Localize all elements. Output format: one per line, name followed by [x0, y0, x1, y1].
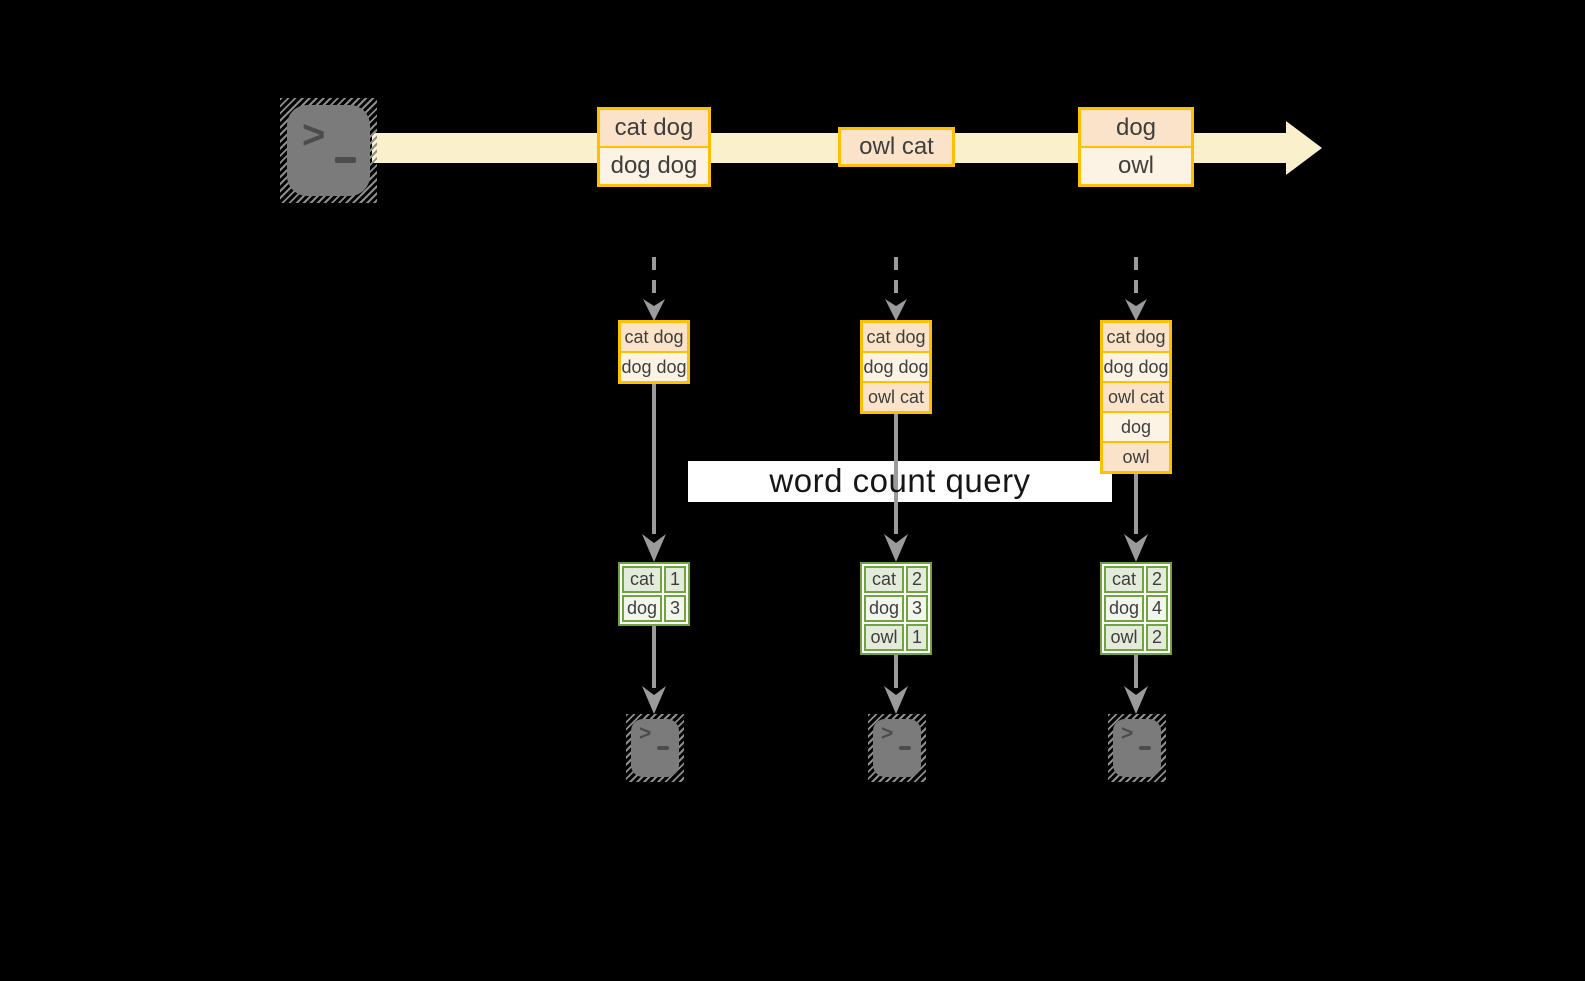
count-table-3: cat 2 dog 4 owl 2 [1100, 562, 1172, 655]
stream-item: dog dog [863, 353, 929, 381]
count-value: 4 [1146, 595, 1168, 622]
stream-item: dog dog [1103, 353, 1169, 381]
dashed-connector [1134, 257, 1138, 303]
count-value: 2 [1146, 566, 1168, 593]
arrowhead-icon [884, 686, 908, 714]
solid-connector [652, 626, 656, 688]
arrowhead-icon [642, 686, 666, 714]
solid-connector [894, 414, 898, 534]
terminal-body: > [873, 719, 921, 777]
output-terminal-icon: > [1108, 714, 1166, 782]
timeline-batch-1: cat dog dog dog [597, 107, 711, 187]
terminal-cursor-icon [335, 157, 356, 163]
solid-connector [1134, 474, 1138, 534]
output-terminal-icon: > [868, 714, 926, 782]
stream-item: cat dog [621, 323, 687, 351]
batch-item: cat dog [600, 110, 708, 146]
terminal-body: > [287, 105, 370, 196]
terminal-prompt-icon: > [1121, 722, 1134, 745]
terminal-body: > [1113, 719, 1161, 777]
count-value: 1 [664, 566, 686, 593]
arrowhead-icon [642, 534, 666, 562]
timeline-batch-3: dog owl [1078, 107, 1194, 187]
arrowhead-icon [1124, 686, 1148, 714]
dashed-connector [894, 257, 898, 303]
count-value: 2 [1146, 624, 1168, 651]
solid-connector [894, 655, 898, 688]
stream-item: owl cat [1103, 383, 1169, 411]
terminal-cursor-icon [657, 746, 669, 750]
source-terminal-icon: > [280, 98, 377, 203]
query-band [688, 461, 1112, 502]
stream-item: dog [1103, 413, 1169, 441]
terminal-cursor-icon [899, 746, 911, 750]
count-word: owl [1104, 624, 1144, 651]
stream-item: owl cat [863, 383, 929, 411]
count-word: cat [1104, 566, 1144, 593]
count-table-2: cat 2 dog 3 owl 1 [860, 562, 932, 655]
batch-item: dog [1081, 110, 1191, 146]
count-word: dog [1104, 595, 1144, 622]
solid-connector [1134, 655, 1138, 688]
count-value: 3 [664, 595, 686, 622]
count-value: 2 [906, 566, 928, 593]
stream-timeline-arrowhead-icon [1286, 121, 1322, 175]
terminal-body: > [631, 719, 679, 777]
count-value: 3 [906, 595, 928, 622]
count-word: cat [622, 566, 662, 593]
stream-state-3: cat dog dog dog owl cat dog owl [1100, 320, 1172, 474]
terminal-prompt-icon: > [881, 722, 894, 745]
count-word: dog [622, 595, 662, 622]
terminal-prompt-icon: > [639, 722, 652, 745]
solid-connector [652, 384, 656, 534]
batch-item: owl cat [841, 130, 952, 164]
count-table-1: cat 1 dog 3 [618, 562, 690, 626]
count-value: 1 [906, 624, 928, 651]
timeline-batch-2: owl cat [838, 127, 955, 167]
stream-item: owl [1103, 443, 1169, 471]
count-word: cat [864, 566, 904, 593]
output-terminal-icon: > [626, 714, 684, 782]
terminal-prompt-icon: > [302, 113, 326, 157]
arrowhead-icon [884, 534, 908, 562]
stream-state-2: cat dog dog dog owl cat [860, 320, 932, 414]
stream-item: cat dog [1103, 323, 1169, 351]
arrowhead-icon [1124, 534, 1148, 562]
stream-item: cat dog [863, 323, 929, 351]
query-label: word count query [769, 462, 1031, 499]
dashed-connector [652, 257, 656, 303]
count-word: dog [864, 595, 904, 622]
count-word: owl [864, 624, 904, 651]
stream-state-1: cat dog dog dog [618, 320, 690, 384]
batch-item: owl [1081, 148, 1191, 184]
stream-item: dog dog [621, 353, 687, 381]
batch-item: dog dog [600, 148, 708, 184]
terminal-cursor-icon [1139, 746, 1151, 750]
